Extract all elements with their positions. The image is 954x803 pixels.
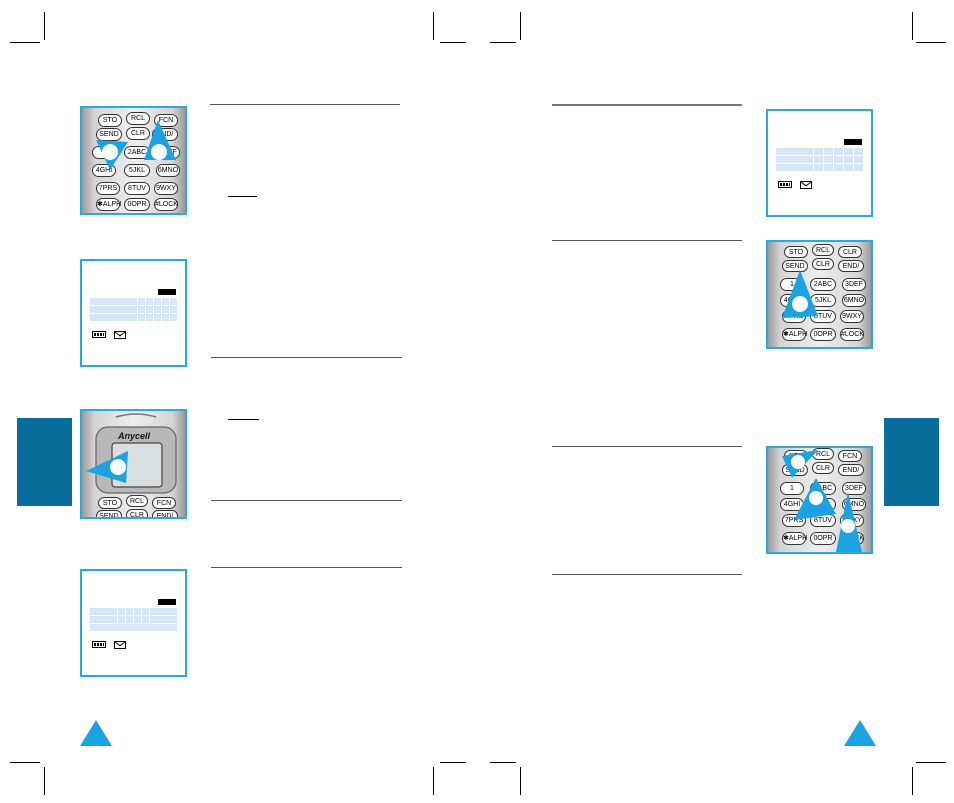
lcd-indicator	[844, 139, 862, 145]
lcd-figure	[766, 109, 873, 217]
key-5: 5JKL	[810, 294, 836, 307]
key-clr: CLR	[126, 127, 150, 140]
key-5: 5JKL	[124, 164, 150, 177]
section-rule	[211, 567, 402, 568]
key-sto: STO	[98, 497, 122, 509]
section-tab-right	[884, 418, 939, 506]
key-7: 7PRS	[96, 182, 120, 195]
keypad-figure: STO RCL CLR SEND CLR END/ 1 2ABC 3DEF 4G…	[766, 240, 873, 349]
crop-mark	[520, 12, 521, 40]
keypad-figure: STO RCL FCN SEND CLR END/ 1 2ABC 3DEF 4G…	[766, 446, 873, 554]
crop-mark	[912, 12, 913, 40]
note-underline	[228, 196, 257, 197]
key-rcl: RCL	[812, 244, 834, 256]
key-0: 0OPR	[810, 532, 836, 545]
envelope-icon	[114, 641, 126, 649]
key-clr: CLR	[812, 258, 834, 270]
section-rule	[552, 240, 742, 241]
section-rule	[552, 574, 742, 575]
lcd-screen	[90, 599, 180, 669]
pointer-triangle	[782, 450, 862, 552]
crop-mark	[916, 42, 946, 43]
crop-mark	[10, 762, 40, 763]
section-rule	[211, 357, 402, 358]
key-6: 6MNO	[156, 164, 180, 177]
key-3: 3DEF	[842, 278, 866, 291]
key-send: SEND	[782, 260, 808, 272]
crop-mark	[433, 12, 434, 40]
key-end: END/	[838, 260, 864, 272]
key-star: ✱ALPH	[96, 198, 121, 211]
key-fcn: FCN	[154, 114, 178, 127]
lcd-screen	[90, 289, 180, 359]
key-star: ✱ALPH	[782, 532, 807, 545]
key-6: 6MNO	[842, 294, 866, 307]
pointer-triangle	[86, 451, 128, 483]
key-send: SEND	[96, 510, 122, 517]
key-clr: CLR	[812, 462, 834, 474]
key-9: 9WXY	[840, 310, 864, 323]
key-star: ✱ALPH	[782, 328, 807, 341]
lcd-indicator	[158, 289, 176, 295]
crop-mark	[44, 767, 45, 795]
key-hash: #LOCK	[154, 198, 178, 211]
crop-mark	[440, 762, 466, 763]
section-rule	[552, 446, 742, 447]
phone-screen-figure: Anycell STO RCL FCN SEND CLR END/	[80, 409, 187, 519]
key-rcl: RCL	[126, 112, 150, 125]
battery-icon	[92, 331, 106, 338]
key-3: 3DEF	[842, 482, 866, 495]
key-end: END/	[838, 464, 864, 476]
note-underline	[228, 419, 259, 420]
key-sto: STO	[784, 246, 808, 258]
crop-mark	[490, 42, 516, 43]
page-marker-right	[844, 720, 876, 746]
section-rule	[552, 104, 742, 106]
lcd-figure	[80, 569, 187, 677]
battery-icon	[778, 181, 792, 188]
key-fcn: CLR	[838, 246, 862, 258]
keypad-figure: STO RCL FCN SEND CLR END/ 1 2ABC 3DEF 4G…	[80, 106, 187, 215]
key-clr: CLR	[126, 509, 148, 517]
key-0: 0OPR	[124, 198, 150, 211]
lcd-indicator	[158, 599, 176, 605]
key-rcl: RCL	[126, 495, 148, 507]
pointer-triangle	[96, 120, 176, 170]
crop-mark	[520, 767, 521, 795]
key-2: 2ABC	[810, 278, 836, 291]
lcd-screen	[776, 139, 866, 209]
section-tab-left	[17, 418, 72, 506]
battery-icon	[92, 641, 106, 648]
key-end: END/	[152, 510, 178, 517]
envelope-icon	[114, 331, 126, 339]
key-fcn: FCN	[838, 450, 862, 462]
key-sto: STO	[98, 114, 122, 127]
key-hash: #LOCK	[840, 328, 864, 341]
brand-label: Anycell	[118, 431, 151, 441]
section-rule	[210, 104, 400, 105]
key-8: 8TUV	[124, 182, 150, 195]
lcd-figure	[80, 259, 187, 367]
crop-mark	[912, 767, 913, 795]
key-1: 1	[780, 482, 804, 495]
crop-mark	[916, 762, 946, 763]
crop-mark	[10, 42, 40, 43]
key-0: 0OPR	[810, 328, 836, 341]
envelope-icon	[800, 181, 812, 189]
section-rule	[211, 500, 402, 501]
crop-mark	[44, 12, 45, 40]
crop-mark	[490, 762, 516, 763]
pointer-triangle	[782, 270, 818, 318]
key-9: 9WXY	[154, 182, 178, 195]
key-send: SEND	[96, 128, 122, 141]
crop-mark	[433, 767, 434, 795]
key-fcn: FCN	[152, 497, 176, 509]
page-marker-left	[80, 720, 112, 746]
crop-mark	[440, 42, 466, 43]
